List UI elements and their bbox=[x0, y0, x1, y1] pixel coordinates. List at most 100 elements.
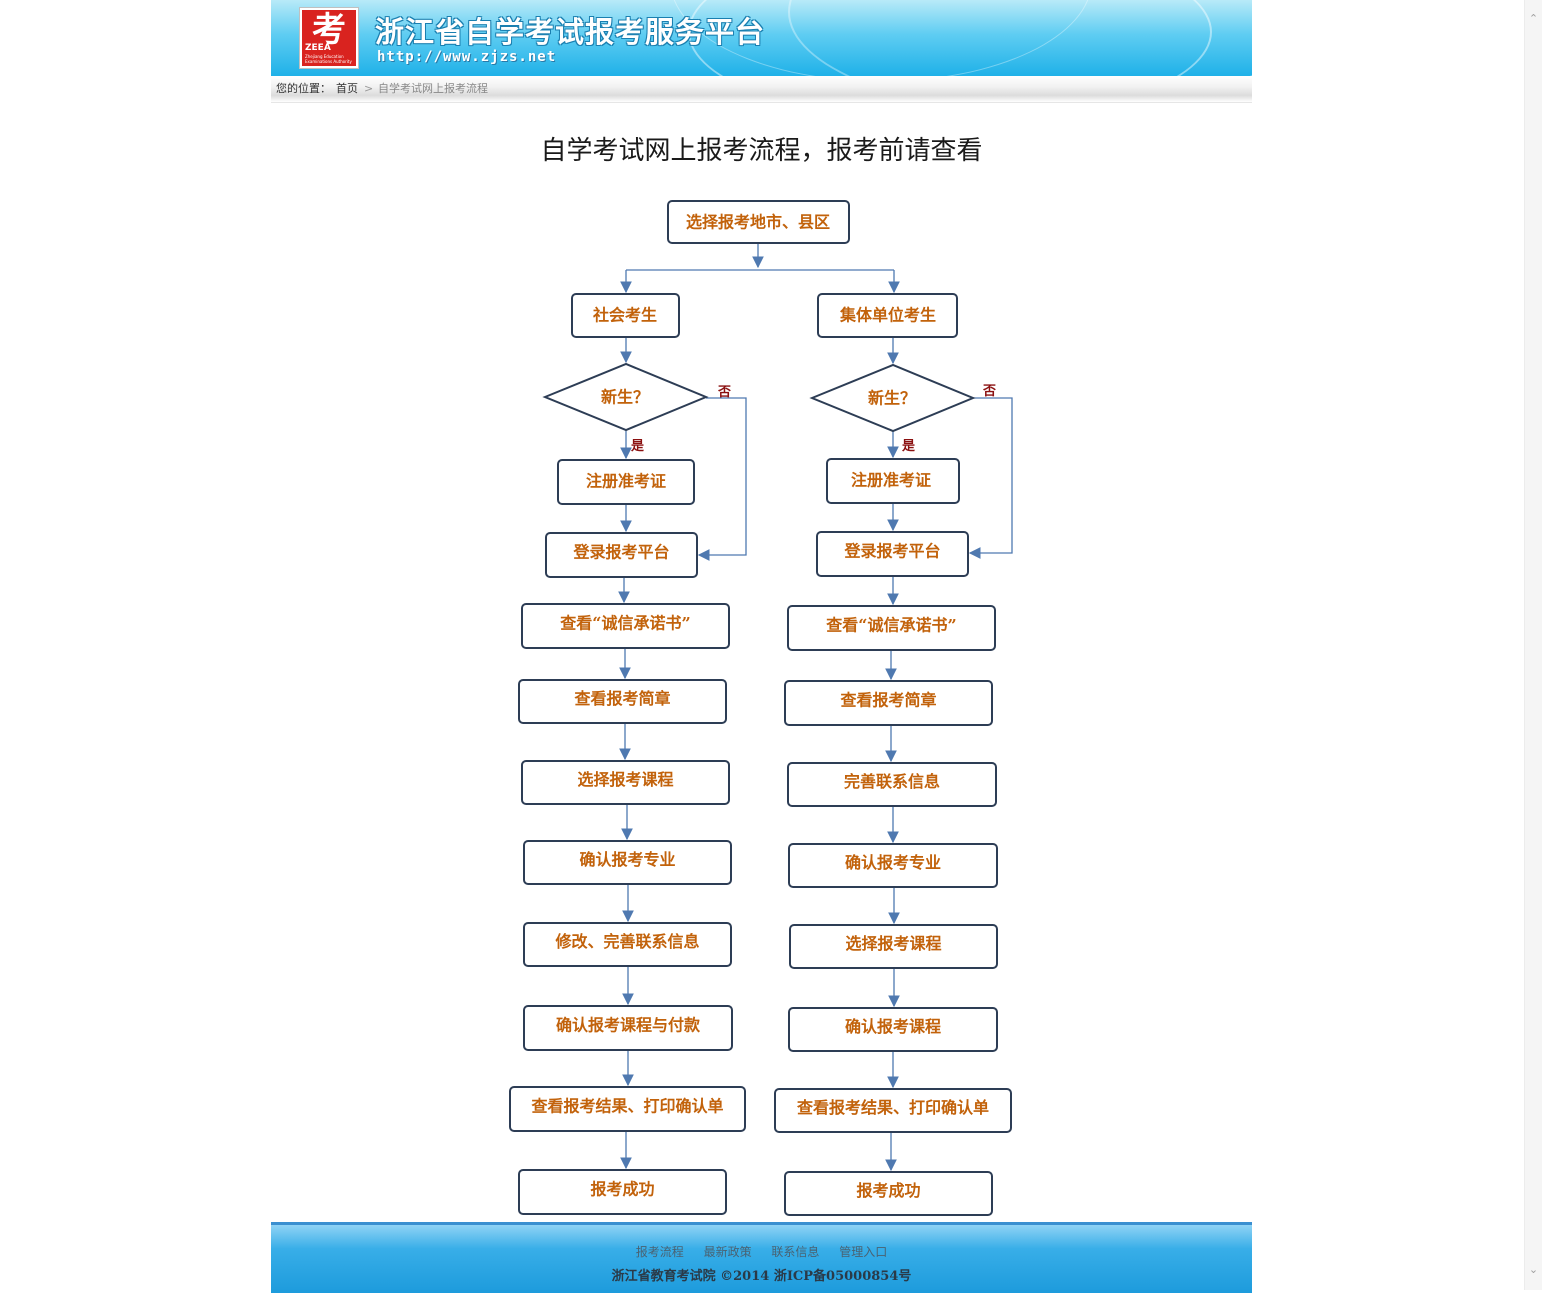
flow-step-left-3: 查看报考简章 bbox=[518, 679, 727, 724]
breadcrumb-current: 自学考试网上报考流程 bbox=[378, 82, 488, 95]
site-title: 浙江省自学考试报考服务平台 bbox=[375, 15, 766, 49]
flow-step-left-8: 查看报考结果、打印确认单 bbox=[509, 1086, 746, 1132]
flow-node-left-register-label: 注册准考证 bbox=[586, 472, 666, 491]
flowchart: 选择报考地市、县区 社会考生 新生？ 否 是 注册准考证 登录报考平台查看“诚信… bbox=[509, 200, 1013, 1216]
flow-node-left-head-label: 社会考生 bbox=[592, 306, 657, 325]
flow-step-right-7: 确认报考课程 bbox=[788, 1007, 998, 1052]
flow-decision-left-label: 新生？ bbox=[601, 388, 649, 407]
scrollbar-thumb[interactable] bbox=[1529, 30, 1538, 1250]
flow-connector bbox=[697, 397, 747, 561]
flow-label-right-yes: 是 bbox=[901, 439, 916, 454]
flow-step-label: 查看报考简章 bbox=[840, 691, 936, 710]
flow-step-box bbox=[787, 605, 996, 651]
flow-step-box bbox=[509, 1086, 746, 1132]
flow-step-box bbox=[774, 1088, 1012, 1133]
flow-step-right-9: 报考成功 bbox=[784, 1171, 993, 1216]
flow-node-left-head: 社会考生 bbox=[571, 293, 680, 338]
flow-step-label: 查看“诚信承诺书” bbox=[560, 614, 690, 633]
flow-label-left-no: 否 bbox=[717, 385, 731, 400]
site-url: http://www.zjzs.net bbox=[377, 49, 557, 65]
footer-links: 报考流程 最新政策 联系信息 管理入口 bbox=[271, 1243, 1252, 1260]
flow-step-label: 查看报考结果、打印确认单 bbox=[797, 1098, 989, 1117]
footer-link-process[interactable]: 报考流程 bbox=[635, 1245, 684, 1259]
flow-step-box bbox=[523, 840, 732, 885]
flow-step-right-1: 登录报考平台 bbox=[816, 531, 969, 577]
site-logo[interactable]: 考 ZEEA Zhejiang Education Examinations A… bbox=[300, 8, 358, 68]
flow-node-left-register: 注册准考证 bbox=[557, 459, 695, 505]
flow-step-label: 完善联系信息 bbox=[844, 772, 940, 791]
flow-decision-right: 新生？ bbox=[809, 363, 976, 433]
flow-step-box bbox=[521, 760, 730, 805]
flow-step-box bbox=[784, 680, 993, 726]
flow-step-label: 查看报考简章 bbox=[574, 689, 670, 708]
flow-step-box bbox=[518, 679, 727, 724]
flow-node-right-head: 集体单位考生 bbox=[817, 293, 958, 338]
flow-node-start-label: 选择报考地市、县区 bbox=[686, 213, 830, 232]
flow-step-box bbox=[787, 762, 997, 807]
flow-step-label: 选择报考课程 bbox=[577, 770, 673, 789]
flow-step-label: 登录报考平台 bbox=[843, 542, 940, 561]
flow-step-label: 查看报考结果、打印确认单 bbox=[531, 1097, 723, 1116]
footer-copyright: 浙江省教育考试院 ©2014 浙ICP备05000854号 bbox=[611, 1269, 912, 1284]
flow-decision-left: 新生？ bbox=[542, 362, 709, 432]
chevron-up-icon[interactable]: ⌃ bbox=[1528, 12, 1539, 25]
flow-step-label: 确认报考课程与付款 bbox=[556, 1016, 701, 1035]
flow-node-right-head-label: 集体单位考生 bbox=[839, 306, 936, 325]
breadcrumb: 您的位置： 首页 > 自学考试网上报考流程 bbox=[271, 76, 1252, 103]
breadcrumb-label: 您的位置： bbox=[276, 82, 331, 95]
flow-step-right-5: 确认报考专业 bbox=[788, 843, 998, 888]
flow-step-label: 选择报考课程 bbox=[845, 934, 941, 953]
flow-step-left-4: 选择报考课程 bbox=[521, 760, 730, 805]
flow-step-box bbox=[788, 1007, 998, 1052]
flow-step-box bbox=[784, 1171, 993, 1216]
breadcrumb-separator-icon: > bbox=[364, 82, 374, 95]
flow-node-start: 选择报考地市、县区 bbox=[667, 200, 850, 244]
flow-step-label: 修改、完善联系信息 bbox=[554, 932, 699, 951]
flow-step-left-1: 登录报考平台 bbox=[545, 532, 698, 578]
page-title: 自学考试网上报考流程，报考前请查看 bbox=[540, 136, 983, 166]
footer-link-contact[interactable]: 联系信息 bbox=[771, 1245, 820, 1259]
chevron-down-icon[interactable]: ⌄ bbox=[1528, 1263, 1539, 1276]
flow-step-box bbox=[788, 843, 998, 888]
flow-step-right-4: 完善联系信息 bbox=[787, 762, 997, 807]
flow-decision-right-label: 新生？ bbox=[868, 389, 916, 408]
flow-step-label: 登录报考平台 bbox=[572, 543, 669, 562]
flow-step-label: 确认报考课程 bbox=[845, 1017, 941, 1036]
flow-step-box bbox=[523, 922, 732, 967]
footer: 报考流程 最新政策 联系信息 管理入口 浙江省教育考试院 ©2014 浙ICP备… bbox=[271, 1222, 1252, 1293]
flow-connector bbox=[968, 397, 1013, 559]
flow-step-box bbox=[523, 1005, 733, 1051]
flow-step-right-2: 查看“诚信承诺书” bbox=[787, 605, 996, 651]
flow-step-left-5: 确认报考专业 bbox=[523, 840, 732, 885]
footer-link-policy[interactable]: 最新政策 bbox=[703, 1245, 752, 1259]
flow-step-left-2: 查看“诚信承诺书” bbox=[521, 603, 730, 649]
flow-step-label: 确认报考专业 bbox=[579, 850, 675, 869]
flow-step-box bbox=[545, 532, 698, 578]
header-banner: 考 ZEEA Zhejiang Education Examinations A… bbox=[271, 0, 1252, 76]
flow-step-left-7: 确认报考课程与付款 bbox=[523, 1005, 733, 1051]
flow-label-right-no: 否 bbox=[982, 384, 996, 399]
flow-step-left-9: 报考成功 bbox=[518, 1169, 727, 1215]
flow-step-label: 报考成功 bbox=[856, 1181, 920, 1200]
flow-step-label: 确认报考专业 bbox=[845, 853, 941, 872]
vertical-scrollbar[interactable]: ⌃ ⌄ bbox=[1524, 0, 1542, 1290]
flow-step-right-3: 查看报考简章 bbox=[784, 680, 993, 726]
flow-label-left-yes: 是 bbox=[630, 439, 645, 454]
flow-step-box bbox=[521, 603, 730, 649]
logo-glyph: 考 bbox=[312, 10, 346, 50]
page: 考 ZEEA Zhejiang Education Examinations A… bbox=[271, 0, 1252, 1293]
breadcrumb-home-link[interactable]: 首页 bbox=[336, 82, 358, 95]
flow-step-box bbox=[789, 924, 998, 969]
logo-org-name: Zhejiang Education Examinations Authorit… bbox=[305, 54, 352, 64]
footer-link-admin[interactable]: 管理入口 bbox=[839, 1245, 888, 1259]
flow-node-right-register-label: 注册准考证 bbox=[851, 471, 931, 490]
flow-step-right-6: 选择报考课程 bbox=[789, 924, 998, 969]
flow-step-box bbox=[518, 1169, 727, 1215]
flow-step-right-8: 查看报考结果、打印确认单 bbox=[774, 1088, 1012, 1133]
flow-node-right-register: 注册准考证 bbox=[826, 458, 960, 504]
flow-step-left-6: 修改、完善联系信息 bbox=[523, 922, 732, 967]
flow-step-label: 报考成功 bbox=[590, 1180, 654, 1199]
logo-abbr: ZEEA bbox=[305, 43, 331, 53]
flow-step-box bbox=[816, 531, 969, 577]
flow-step-label: 查看“诚信承诺书” bbox=[826, 616, 956, 635]
